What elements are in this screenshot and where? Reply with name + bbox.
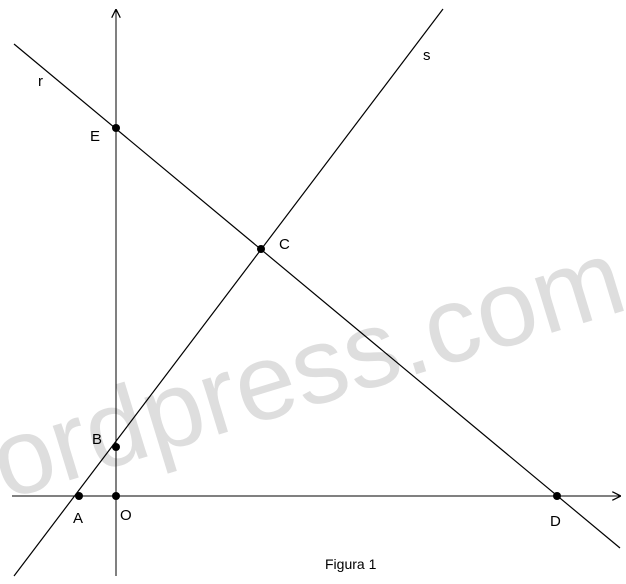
- point-o: [112, 492, 120, 500]
- point-o-label: O: [120, 507, 132, 524]
- point-a: [75, 492, 83, 500]
- point-c-label: C: [279, 236, 290, 253]
- figure-caption: Figura 1: [325, 556, 377, 572]
- point-c: [257, 245, 265, 253]
- point-d: [553, 492, 561, 500]
- point-b-label: B: [92, 431, 102, 448]
- point-a-label: A: [73, 510, 83, 527]
- line-s-label: s: [423, 47, 431, 64]
- line-r-label: r: [38, 73, 43, 90]
- line-s: [13, 8, 444, 577]
- point-e-label: E: [90, 128, 100, 145]
- watermark-text: ordpress.com: [0, 215, 626, 522]
- point-d-label: D: [550, 513, 561, 530]
- point-e: [112, 124, 120, 132]
- point-b: [112, 443, 120, 451]
